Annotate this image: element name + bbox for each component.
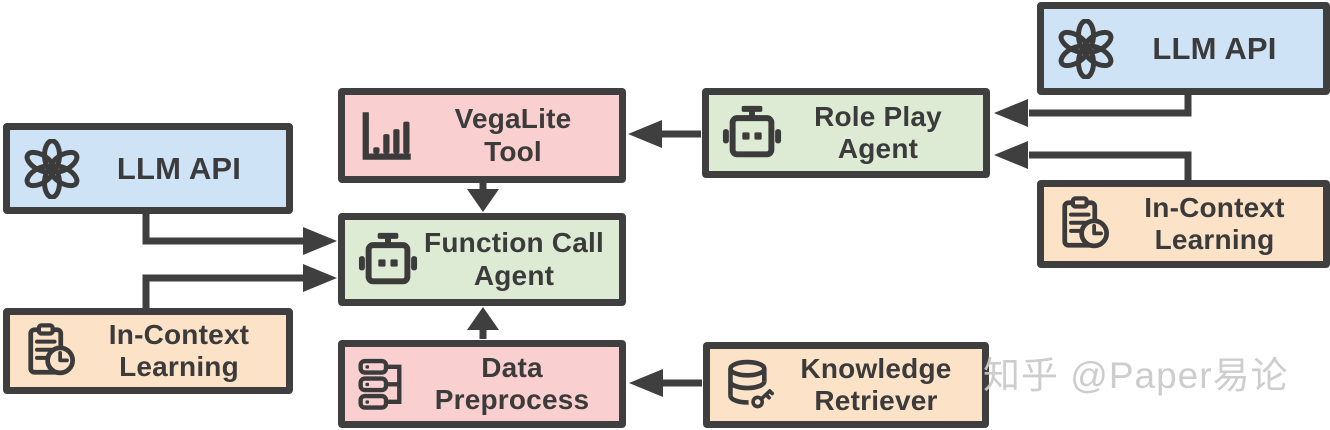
robot-icon bbox=[357, 229, 419, 291]
flow-list-icon bbox=[357, 355, 415, 413]
node-label: In-Context Learning bbox=[108, 318, 250, 382]
node-in-context-right: In-Context Learning bbox=[1037, 180, 1330, 268]
edge-knowledge-retriever-to-data-preprocess bbox=[629, 369, 702, 397]
node-role-play-agent: Role Play Agent bbox=[702, 88, 990, 178]
edge-vegalite-tool-to-function-call-agent bbox=[467, 181, 499, 212]
node-label: Function Call Agent bbox=[424, 227, 604, 291]
node-label: Role Play Agent bbox=[814, 100, 942, 164]
node-label: LLM API bbox=[1152, 30, 1277, 66]
node-label: In-Context Learning bbox=[1144, 191, 1285, 255]
node-llm-api-left: LLM API bbox=[3, 123, 293, 214]
robot-icon bbox=[721, 102, 783, 164]
node-in-context-left: In-Context Learning bbox=[3, 308, 293, 394]
node-function-call-agent: Function Call Agent bbox=[338, 213, 626, 306]
edge-llm-api-left-to-function-call-agent bbox=[142, 212, 337, 255]
node-vegalite-tool: VegaLite Tool bbox=[338, 88, 626, 183]
edge-in-context-left-to-function-call-agent bbox=[142, 264, 337, 309]
edge-data-preprocess-to-function-call-agent bbox=[467, 307, 499, 339]
node-label: Knowledge Retriever bbox=[800, 352, 952, 416]
openai-logo-icon bbox=[22, 138, 82, 199]
node-label: Data Preprocess bbox=[434, 351, 590, 415]
watermark-text: 知乎 @Paper易论 bbox=[983, 355, 1289, 396]
edge-in-context-right-to-role-play-agent bbox=[994, 141, 1192, 182]
node-label: LLM API bbox=[116, 150, 242, 186]
edge-llm-api-top-right-to-role-play-agent bbox=[994, 93, 1192, 127]
bar-chart-icon bbox=[357, 106, 417, 166]
node-knowledge-retriever: Knowledge Retriever bbox=[703, 342, 989, 428]
clipboard-clock-icon bbox=[1056, 194, 1116, 254]
clipboard-clock-icon bbox=[22, 321, 82, 381]
node-llm-api-top-right: LLM API bbox=[1037, 2, 1330, 95]
node-data-preprocess: Data Preprocess bbox=[338, 340, 626, 428]
database-key-icon bbox=[722, 356, 780, 414]
node-label: VegaLite Tool bbox=[454, 103, 572, 167]
edge-role-play-agent-to-vegalite-tool bbox=[628, 120, 701, 148]
openai-logo-icon bbox=[1056, 18, 1116, 79]
